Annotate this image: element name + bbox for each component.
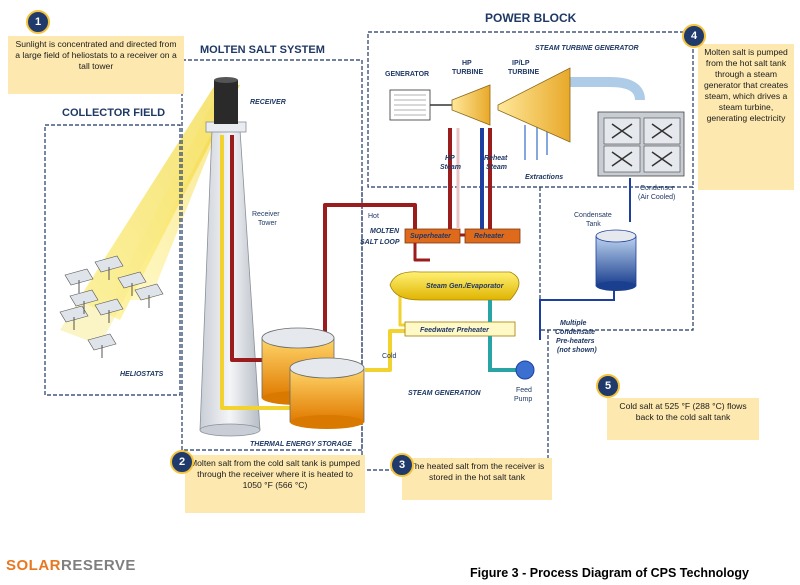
steam-generation-label: STEAM GENERATION — [408, 390, 482, 397]
receiver-tower-label-1: Receiver — [252, 211, 280, 218]
solarreserve-logo: SOLARRESERVE — [6, 557, 136, 574]
callout-2: Molten salt from the cold salt tank is p… — [185, 455, 365, 513]
hp-steam-label-1: HP — [445, 155, 455, 162]
heliostats-label: HELIOSTATS — [120, 371, 164, 378]
multiple-label-4: (not shown) — [557, 347, 597, 354]
thermal-energy-storage-label: THERMAL ENERGY STORAGE — [250, 441, 352, 448]
molten-label: MOLTEN — [370, 228, 400, 235]
hp-turbine-label-1: HP — [462, 60, 472, 67]
multiple-label-3: Pre-heaters — [556, 338, 595, 345]
power-block-title: POWER BLOCK — [485, 11, 577, 25]
steam-pipes — [448, 77, 645, 372]
iplp-turbine-label-2: TURBINE — [508, 69, 539, 76]
hot-label: Hot — [368, 213, 379, 220]
feedwater-preheater-label: Feedwater Preheater — [420, 327, 490, 334]
iplp-turbine-label-1: IP/LP — [512, 60, 530, 67]
hp-turbine-icon — [451, 84, 491, 126]
feed-pump-label-1: Feed — [516, 387, 532, 394]
condensate-tank-label-2: Tank — [586, 221, 601, 228]
turbine-train — [389, 67, 571, 143]
superheater-body — [404, 228, 461, 244]
callout-2-number: 2 — [170, 450, 194, 474]
condensate-tank — [595, 229, 637, 291]
extractions-label: Extractions — [525, 174, 563, 181]
condensate-boundary — [539, 187, 694, 331]
salt-loop-label: SALT LOOP — [360, 239, 400, 246]
reheat-steam-label-2: Steam — [486, 164, 507, 171]
receiver-tower-label-2: Tower — [258, 220, 277, 227]
receiver-label: RECEIVER — [250, 99, 286, 106]
hp-steam-label-2: Steam — [440, 164, 461, 171]
condenser-label-1: Condenser — [640, 185, 675, 192]
callout-5-number: 5 — [596, 374, 620, 398]
callout-3: The heated salt from the receiver is sto… — [402, 458, 552, 500]
steam-generation-equipment — [389, 228, 521, 337]
iplp-turbine-icon — [497, 67, 571, 143]
molten-salt-system-title: MOLTEN SALT SYSTEM — [200, 44, 325, 56]
heliostats — [59, 255, 164, 358]
collector-field-title: COLLECTOR FIELD — [62, 107, 165, 119]
callout-1: Sunlight is concentrated and directed fr… — [8, 36, 184, 94]
condenser — [597, 111, 685, 177]
multiple-label-1: Multiple — [560, 320, 587, 327]
superheater-label: Superheater — [410, 233, 452, 240]
steam-turbine-generator-label: STEAM TURBINE GENERATOR — [535, 45, 639, 52]
condensate-tank-label-1: Condensate — [574, 212, 612, 219]
multiple-label-2: Condensate — [555, 329, 595, 336]
salt-pipes — [220, 135, 480, 410]
hp-turbine-label-2: TURBINE — [452, 69, 483, 76]
steam-gen-body — [389, 271, 520, 301]
condenser-label-2: (Air Cooled) — [638, 194, 675, 201]
reheat-steam-label-1: Reheat — [484, 155, 508, 162]
receiver-icon — [214, 80, 238, 124]
callout-4: Molten salt is pumped from the hot salt … — [698, 44, 794, 190]
power-block-boundary — [367, 31, 694, 188]
preheater-body — [404, 321, 516, 337]
figure-caption: Figure 3 - Process Diagram of CPS Techno… — [470, 566, 749, 580]
callout-5: Cold salt at 525 °F (288 °C) flows back … — [607, 398, 759, 440]
steam-gen-label: Steam Gen./Evaporator — [426, 283, 505, 290]
feed-pump-label-2: Pump — [514, 396, 532, 403]
storage-tanks — [261, 327, 365, 429]
callout-4-number: 4 — [682, 24, 706, 48]
collector-field-boundary — [44, 124, 181, 396]
reheater-body — [464, 228, 521, 244]
reheater-label: Reheater — [474, 233, 505, 240]
callout-1-number: 1 — [26, 10, 50, 34]
feed-pump-icon — [515, 360, 535, 380]
cold-label: Cold — [382, 353, 397, 360]
generator-label: GENERATOR — [385, 71, 429, 78]
callout-3-number: 3 — [390, 453, 414, 477]
